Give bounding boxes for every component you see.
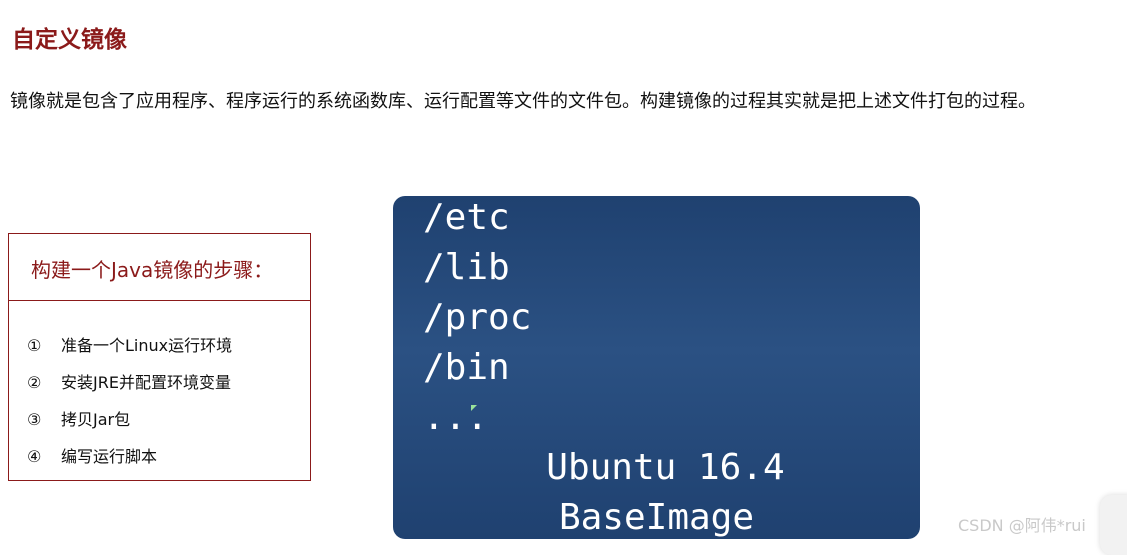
step-number: ① <box>27 336 42 355</box>
step-number: ③ <box>27 410 42 429</box>
steps-box: 构建一个Java镜像的步骤： ① 准备一个Linux运行环境 ② 安装JRE并配置环… <box>8 233 311 481</box>
floating-widget[interactable] <box>1100 495 1127 555</box>
step-item: ② 安装JRE并配置环境变量 <box>27 369 231 393</box>
base-image-label: BaseImage <box>558 497 755 538</box>
step-item: ③ 拷贝Jar包 <box>27 406 130 430</box>
step-text: 编写运行脚本 <box>61 447 158 466</box>
base-image-panel: /etc /lib /proc /bin ... Ubuntu 16.4 Bas… <box>393 196 920 539</box>
step-number: ② <box>27 373 42 392</box>
step-item: ④ 编写运行脚本 <box>27 443 157 467</box>
path-etc: /etc <box>423 197 510 238</box>
base-image-name: Ubuntu 16.4 <box>546 447 785 488</box>
mouse-cursor-icon <box>471 405 477 411</box>
step-text: 安装JRE并配置环境变量 <box>61 373 231 392</box>
step-item: ① 准备一个Linux运行环境 <box>27 332 232 356</box>
step-number: ④ <box>27 447 42 466</box>
step-text: 拷贝Jar包 <box>61 410 131 429</box>
path-proc: /proc <box>423 297 532 338</box>
path-ellipsis: ... <box>423 397 489 438</box>
section-title: 自定义镜像 <box>12 27 127 53</box>
path-bin: /bin <box>423 347 510 388</box>
step-text: 准备一个Linux运行环境 <box>61 336 233 355</box>
path-lib: /lib <box>423 247 510 288</box>
steps-divider <box>9 300 310 301</box>
watermark: CSDN @阿伟*rui <box>958 516 1086 535</box>
intro-paragraph: 镜像就是包含了应用程序、程序运行的系统函数库、运行配置等文件的文件包。构建镜像的… <box>10 91 1036 112</box>
steps-title: 构建一个Java镜像的步骤： <box>31 258 274 282</box>
